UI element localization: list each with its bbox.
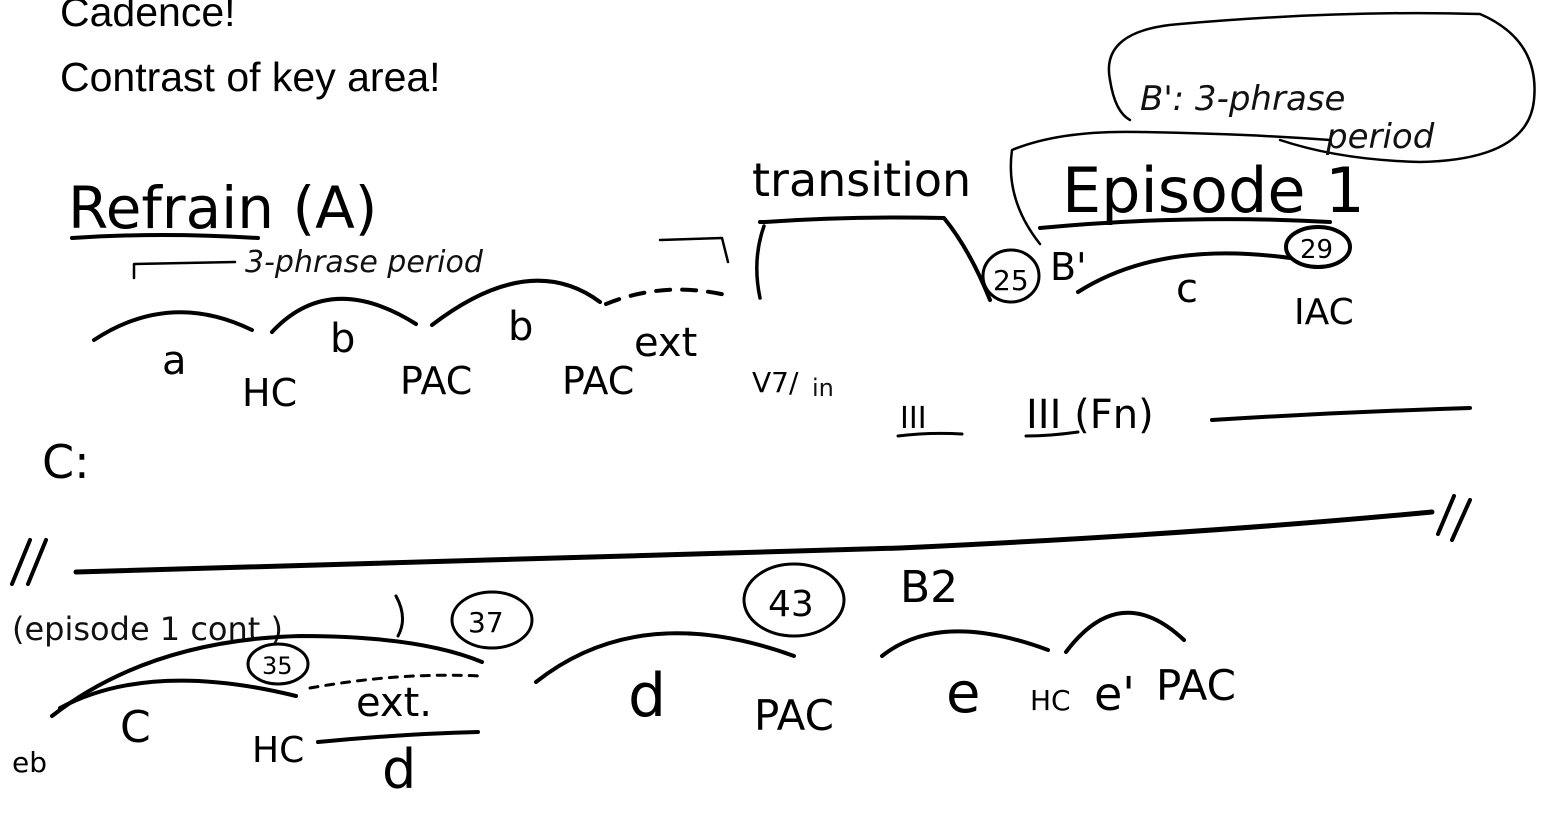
- phrase-arc-c: [1076, 251, 1292, 294]
- cadence-pac-1: PAC: [400, 359, 472, 403]
- cadence-pac-3: PAC: [754, 691, 834, 740]
- phrase-arc-c2: [58, 678, 298, 710]
- system-divider-line: [73, 509, 1435, 575]
- b1-note-line2: period: [1325, 117, 1435, 157]
- roman-in: in: [812, 374, 834, 402]
- phrase-arc-b2: [430, 278, 602, 327]
- phrase-c2-label: C: [120, 702, 151, 753]
- b1-note-bubble-tail: [1108, 78, 1132, 122]
- measure-29-circle: [1284, 225, 1352, 269]
- key-c-label: C:: [42, 435, 90, 489]
- phrase-e1-label: e': [1094, 667, 1135, 721]
- refrain-label: Refrain (A): [68, 174, 377, 242]
- roman-v7: V7/: [752, 366, 799, 399]
- period-bracket-right: [658, 236, 730, 264]
- cadence-iac: IAC: [1294, 292, 1354, 333]
- three-phrase-period-label: 3-phrase period: [245, 245, 484, 280]
- episode1-label: Episode 1: [1062, 154, 1365, 227]
- episode1-underline: [1038, 217, 1332, 230]
- measure-35: 35: [262, 652, 293, 680]
- phrase-b2-label: b: [508, 304, 533, 350]
- period-bracket-left: [132, 260, 237, 280]
- phrase-b-label: b: [330, 316, 355, 362]
- measure-43-circle: [742, 562, 846, 638]
- transition-label: transition: [752, 153, 971, 207]
- phrase-d-label: d: [382, 738, 416, 801]
- repeat-mark-right: [1436, 494, 1472, 542]
- measure-35-circle: [246, 642, 310, 686]
- roman-iii-fn: III (Fn): [1026, 392, 1154, 438]
- phrase-c-label: c: [1176, 266, 1198, 312]
- episode-frame: [1009, 130, 1332, 246]
- phrase-arc-d2: [534, 631, 796, 684]
- b1-label: B': [1050, 245, 1087, 289]
- b1-note-line1: B': 3-phrase: [1140, 79, 1345, 119]
- measure-43: 43: [768, 584, 814, 625]
- ext2-label: ext.: [356, 680, 432, 726]
- phrase-arc-e: [880, 629, 1050, 658]
- measure-29: 29: [1300, 235, 1333, 265]
- measure-37-circle: [450, 590, 534, 650]
- typed-note-key-contrast: Contrast of key area!: [60, 54, 441, 100]
- ext-label: ext: [634, 320, 697, 366]
- phrase-arc-ext: [604, 287, 732, 306]
- phrase-d-line: [316, 730, 480, 744]
- episode1-cont-paren: [394, 594, 404, 638]
- cadence-hc: HC: [242, 371, 297, 415]
- cadence-hc-3: HC: [1030, 684, 1071, 717]
- phrase-arc-b: [270, 297, 418, 334]
- typed-note-cadence: Cadence!: [60, 0, 236, 35]
- b1-note-bubble: [1107, 11, 1536, 164]
- phrase-arc-a: [92, 310, 254, 342]
- roman-iii-underline: [896, 431, 964, 438]
- repeat-mark-left: [10, 538, 48, 586]
- measure-25-circle: [981, 248, 1041, 304]
- cadence-pac-2: PAC: [562, 359, 634, 403]
- transition-left-stroke: [755, 224, 766, 300]
- measure-37: 37: [468, 606, 504, 639]
- phrase-e-label: e: [946, 661, 980, 726]
- refrain-underline: [70, 233, 260, 240]
- phrase-d2-label: d: [628, 661, 666, 731]
- transition-line: [758, 215, 992, 302]
- continuation-line: [1210, 406, 1472, 422]
- eb-label: eb: [12, 746, 47, 779]
- episode1-cont-arc: [50, 634, 484, 718]
- b2-label: B2: [900, 562, 958, 613]
- phrase-a-label: a: [162, 338, 187, 384]
- measure-25: 25: [993, 264, 1029, 297]
- roman-iii: III: [900, 401, 927, 436]
- cadence-pac-4: PAC: [1156, 661, 1236, 710]
- roman-iii-fn-underline: [1024, 430, 1080, 438]
- ext-dashed-arc: [308, 673, 482, 690]
- cadence-hc-2: HC: [252, 730, 304, 771]
- phrase-arc-e1: [1064, 610, 1186, 654]
